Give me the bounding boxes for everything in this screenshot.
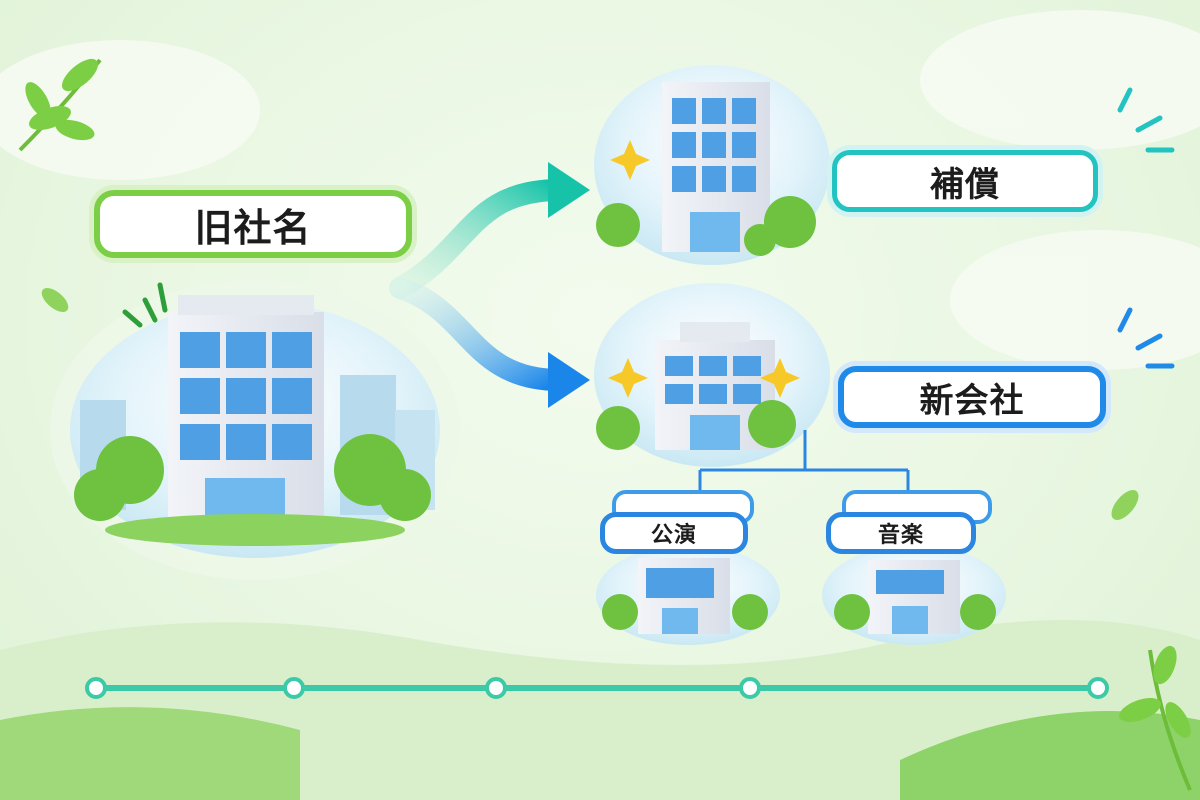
tree-icon <box>834 594 996 630</box>
sparkle-icon <box>610 140 650 180</box>
cloud-icon <box>0 40 260 180</box>
building-icon <box>168 295 324 538</box>
building-icon <box>662 82 770 252</box>
leaf-icon <box>18 58 102 152</box>
cloud-icon <box>950 230 1200 370</box>
subsidiary-performance-label: 公演 <box>600 512 748 554</box>
subsidiary-performance-scene <box>596 545 780 645</box>
arrow-icon <box>548 162 590 218</box>
leaf-icon <box>41 288 69 312</box>
sparkle-icon <box>760 358 800 398</box>
leaf-icon <box>1119 645 1192 791</box>
timeline <box>85 677 1109 699</box>
new-company-label: 新会社 <box>838 366 1106 428</box>
cloud-icon <box>920 10 1200 150</box>
compensation-scene <box>594 65 1175 265</box>
timeline-node <box>283 677 305 699</box>
tree-icon <box>596 400 796 450</box>
tree-icon <box>602 594 768 630</box>
timeline-node <box>485 677 507 699</box>
timeline-node <box>85 677 107 699</box>
arrow-icon <box>548 352 590 408</box>
sparkle-lines <box>122 282 168 328</box>
org-connector <box>698 430 910 492</box>
new-company-scene <box>594 283 1175 467</box>
sparkle-lines <box>1117 87 1175 153</box>
arrow-to-compensation <box>389 179 571 299</box>
subsidiary-music-label: 音楽 <box>826 512 976 554</box>
arrow-to-new-company <box>389 277 571 391</box>
building-icon <box>655 322 775 450</box>
tree-icon <box>74 434 431 546</box>
building-icon <box>638 558 730 634</box>
hill-foreground <box>0 707 300 800</box>
old-company-scene <box>50 280 460 580</box>
timeline-node <box>1087 677 1109 699</box>
subsidiary-music-scene <box>822 545 1006 645</box>
sparkle-lines <box>1117 307 1175 369</box>
timeline-node <box>739 677 761 699</box>
tree-icon <box>596 196 816 256</box>
leaf-icon <box>1111 490 1139 520</box>
old-company-name-label: 旧社名 <box>94 190 412 258</box>
sparkle-icon <box>608 358 648 398</box>
building-icon <box>868 560 960 634</box>
hill-foreground <box>900 711 1200 800</box>
background-clouds <box>0 10 1200 370</box>
compensation-label: 補償 <box>832 150 1098 212</box>
